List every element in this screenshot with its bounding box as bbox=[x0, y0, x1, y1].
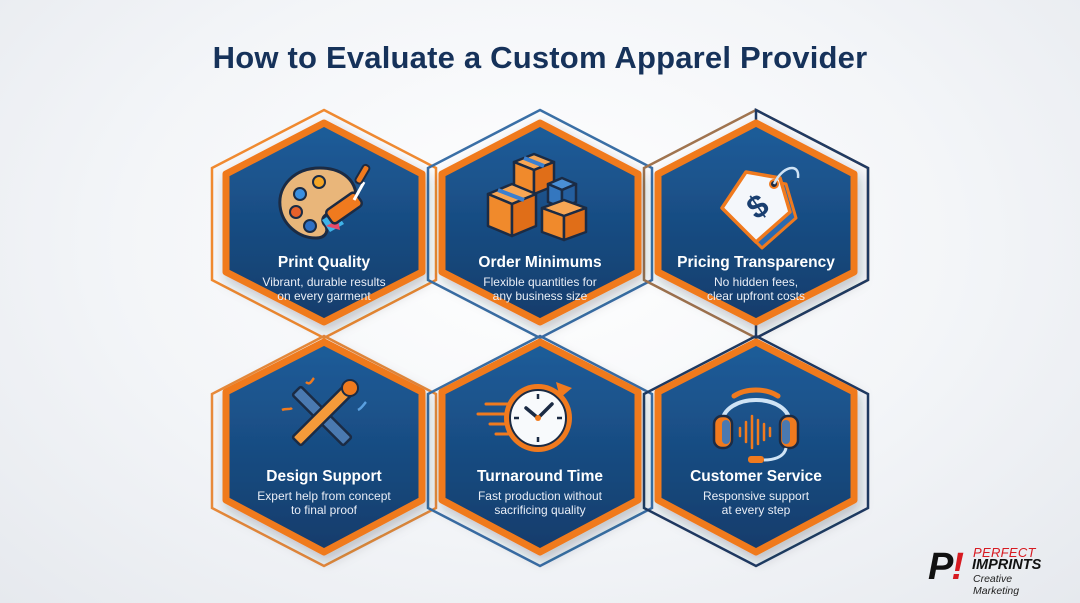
card-title: Order Minimums bbox=[478, 254, 602, 271]
card-description-line1: No hidden fees, bbox=[713, 275, 799, 289]
headset-icon bbox=[712, 387, 800, 463]
card-description-line1: Fast production without bbox=[477, 489, 603, 503]
card-turnaround-time: Turnaround Time Fast production without … bbox=[440, 468, 640, 517]
card-description-line2: sacrificing quality bbox=[494, 503, 586, 517]
logo-line1: PERFECT bbox=[973, 545, 1036, 560]
card-title: Turnaround Time bbox=[476, 468, 603, 485]
card-description-line2: any business size bbox=[492, 289, 588, 303]
card-description-line1: Vibrant, durable results bbox=[262, 275, 386, 289]
logo-mark: P! bbox=[928, 546, 964, 588]
card-pricing-transparency: Pricing Transparency No hidden fees, cle… bbox=[656, 254, 856, 303]
page-title: How to Evaluate a Custom Apparel Provide… bbox=[212, 40, 868, 75]
card-description-line1: Responsive support bbox=[702, 489, 810, 503]
card-description-line2: at every step bbox=[721, 503, 791, 517]
card-order-minimums: Order Minimums Flexible quantities for a… bbox=[440, 254, 640, 303]
logo-tagline: Creative Marketing bbox=[973, 573, 1020, 597]
card-title: Design Support bbox=[266, 468, 382, 485]
card-description-line1: Expert help from concept bbox=[257, 489, 391, 503]
pencil-brush-crossed-icon bbox=[281, 377, 367, 447]
card-customer-service: Customer Service Responsive support at e… bbox=[656, 468, 856, 517]
card-description-line2: to final proof bbox=[290, 503, 358, 517]
stacked-boxes-icon bbox=[486, 152, 588, 242]
card-title: Customer Service bbox=[690, 468, 822, 485]
price-tag-dollar-icon: $ bbox=[720, 166, 800, 250]
card-description-line1: Flexible quantities for bbox=[483, 275, 597, 289]
logo-line2: IMPRINTS bbox=[972, 557, 1042, 573]
card-title: Print Quality bbox=[277, 254, 371, 271]
clock-fast-icon bbox=[476, 382, 572, 452]
perfect-imprints-logo: P! PERFECT IMPRINTS Creative Marketing bbox=[928, 544, 1058, 597]
card-design-support: Design Support Expert help from concept … bbox=[224, 468, 424, 517]
card-description-line2: clear upfront costs bbox=[706, 289, 806, 303]
card-print-quality: Print Quality Vibrant, durable results o… bbox=[224, 254, 424, 303]
card-description-line2: on every garment bbox=[277, 289, 371, 303]
paint-palette-roller-icon bbox=[278, 163, 371, 240]
card-title: Pricing Transparency bbox=[677, 254, 835, 271]
